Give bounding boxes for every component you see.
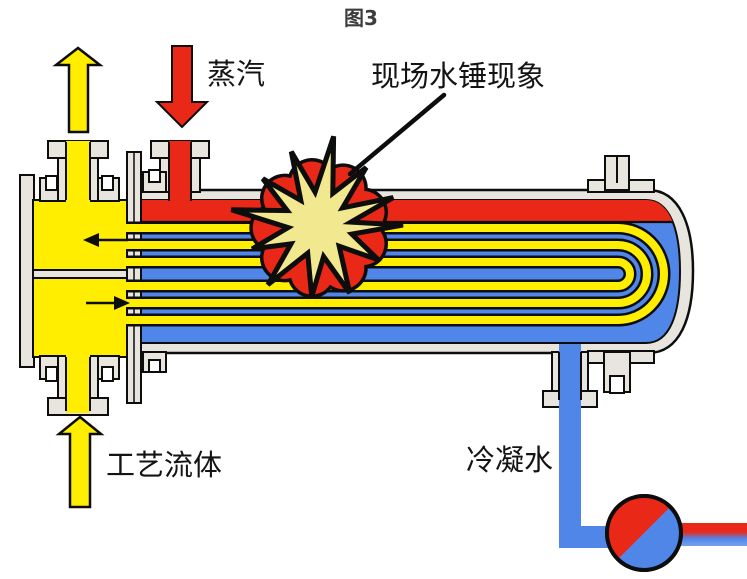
vent-stub: [604, 155, 630, 191]
shell-steam-space: [140, 200, 680, 222]
channel-head: [19, 140, 167, 416]
steam-inlet-nozzle: [150, 140, 210, 206]
process-inlet-nozzle: [47, 355, 109, 416]
pass-partition: [32, 269, 128, 279]
drain-stub: [603, 351, 631, 394]
shell-body: [128, 188, 695, 355]
process-fluid-label: 工艺流体: [106, 448, 222, 482]
process-inlet-arrow: [55, 415, 105, 509]
trap-outlet-pipe: [681, 523, 747, 546]
condensate-label: 冷凝水: [466, 443, 553, 477]
process-outlet-arrow: [52, 46, 104, 134]
water-hammer-label: 现场水锤现象: [371, 59, 545, 93]
steam-arrow: [154, 45, 210, 129]
tube-flow-arrow-in: [86, 296, 130, 310]
burst-star: [230, 135, 404, 298]
condensate-outlet-nozzle: [542, 344, 598, 408]
tube-sheet: [126, 151, 142, 404]
tube-flow-arrow-out: [83, 233, 128, 247]
annotation-pointer-line: [347, 92, 447, 177]
u-tubes: [126, 221, 671, 327]
water-hammer-burst: [230, 135, 404, 298]
channel-cover: [19, 174, 35, 368]
steam-trap: [605, 494, 683, 572]
figure-title: 图3: [344, 6, 378, 30]
steam-label: 蒸汽: [207, 57, 265, 91]
process-outlet-nozzle: [47, 140, 109, 202]
